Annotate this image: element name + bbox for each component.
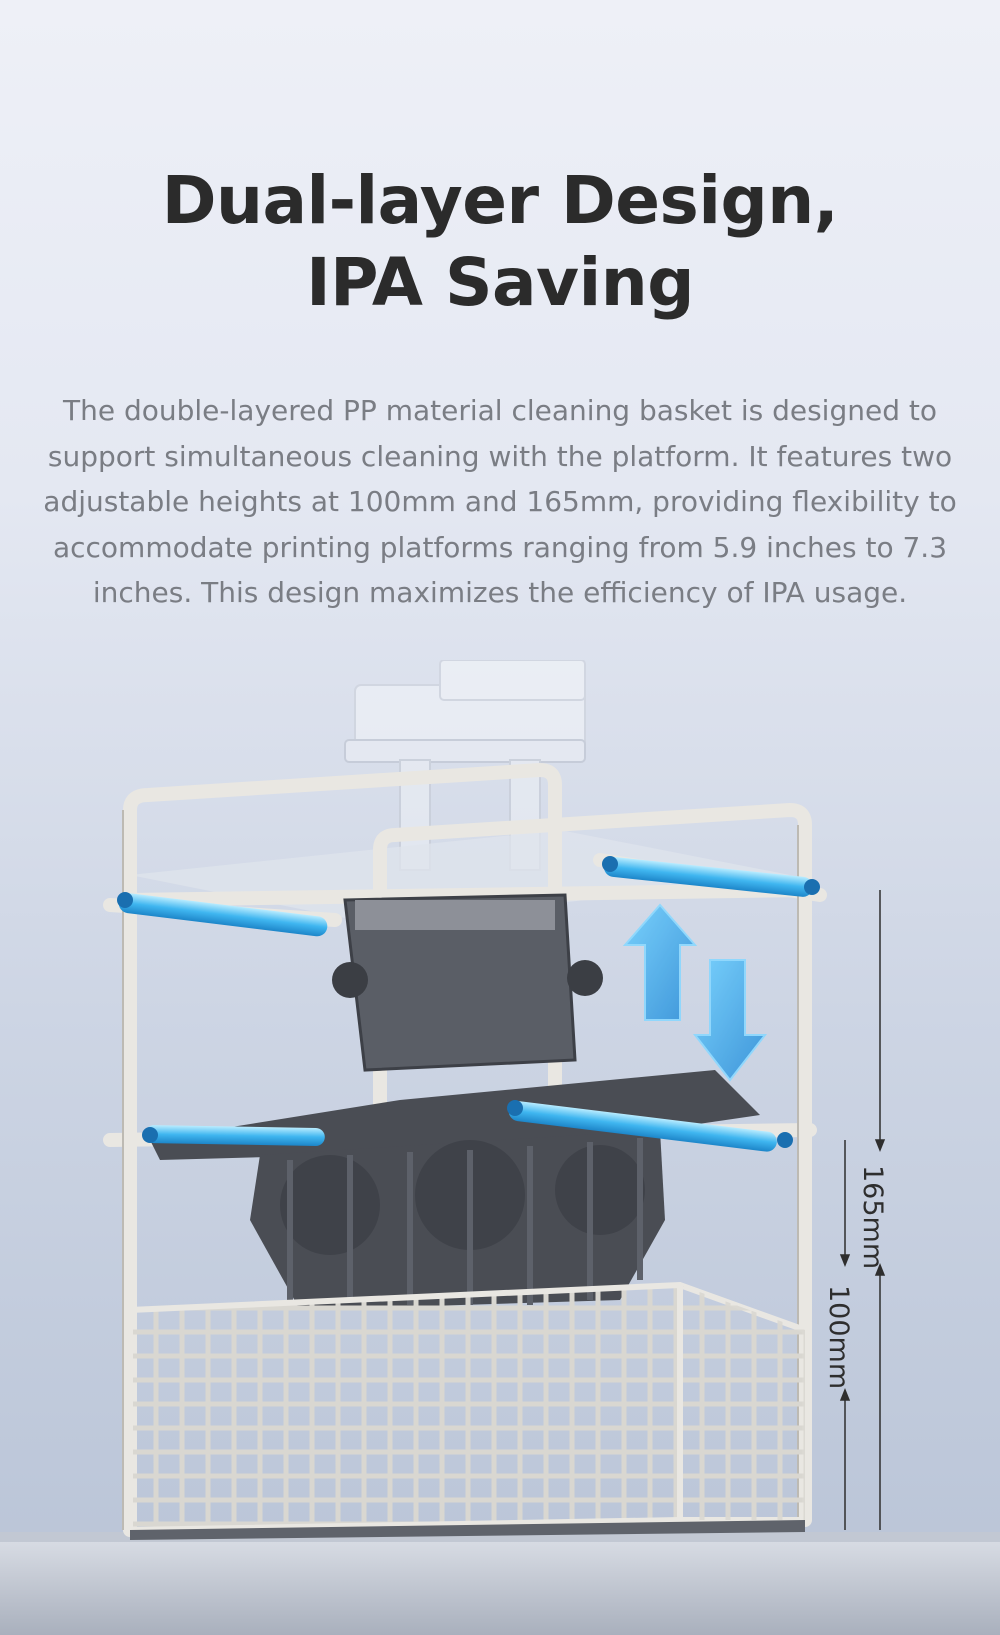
- title-line-2: IPA Saving: [306, 244, 694, 321]
- upper-blue-rails: [117, 856, 820, 937]
- print-platform: [150, 893, 760, 1160]
- page-title: Dual-layer Design, IPA Saving: [0, 160, 1000, 324]
- dimension-label-165mm: 165mm: [857, 1165, 888, 1269]
- dimension-markers: [839, 890, 886, 1530]
- dimension-label-100mm: 100mm: [823, 1285, 854, 1389]
- product-description: The double-layered PP material cleaning …: [43, 394, 957, 609]
- lower-blue-rails: [142, 1100, 793, 1152]
- height-adjust-arrows: [622, 903, 768, 1082]
- pedestal: [0, 1532, 1000, 1635]
- printed-model: [250, 1130, 665, 1310]
- cleaning-basket-illustration: 165mm 100mm: [0, 660, 1000, 1635]
- title-line-1: Dual-layer Design,: [161, 162, 839, 239]
- mesh-basket: [127, 1281, 808, 1540]
